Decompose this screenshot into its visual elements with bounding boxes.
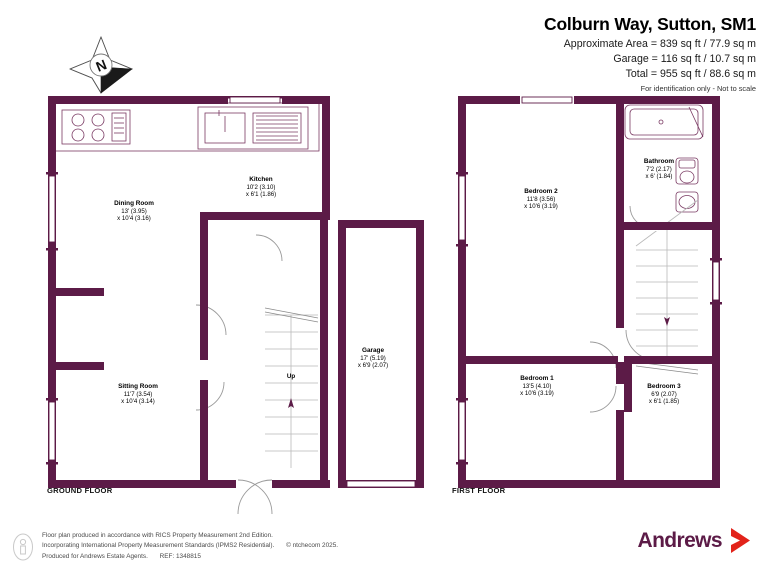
stair-direction-up: Up (286, 373, 296, 380)
garage-area-text: Garage = 116 sq ft / 10.7 sq m (613, 53, 756, 65)
copyright-stamp-icon (13, 533, 33, 561)
andrews-logo[interactable]: Andrews (638, 526, 755, 556)
room-label-kitchen: Kitchen 10'2 (3.10) x 6'1 (1.86) (245, 176, 277, 199)
plan-header: Colburn Way, Sutton, SM1 Approximate Are… (544, 14, 756, 93)
footer-produced-for: Produced for Andrews Estate Agents. (42, 552, 148, 560)
ground-floor-caption: GROUND FLOOR (47, 486, 113, 495)
footer-reference: REF: 1348815 (159, 552, 201, 560)
footer-copyright: © ntchecom 2025. (286, 542, 339, 550)
room-label-dining-room: Dining Room 13' (3.95) x 10'4 (3.16) (114, 200, 154, 223)
first-floor-plan: Down (456, 96, 722, 488)
footer-disclaimer: Floor plan produced in accordance with R… (12, 531, 442, 562)
chevron-right-icon (731, 528, 750, 553)
compass-rose: N (66, 34, 136, 96)
page-title: Colburn Way, Sutton, SM1 (544, 14, 756, 34)
room-label-bathroom: Bathroom 7'2 (2.17) x 6' (1.84) (643, 158, 675, 181)
room-label-bedroom-3: Bedroom 3 6'9 (2.07) x 6'1 (1.85) (647, 383, 681, 406)
ground-floor-plan (46, 96, 424, 515)
room-label-bedroom-1: Bedroom 1 13'5 (4.10) x 10'6 (3.19) (520, 375, 554, 398)
approximate-area-text: Approximate Area = 839 sq ft / 77.9 sq m (563, 38, 756, 50)
total-area-text: Total = 955 sq ft / 88.6 sq m (625, 68, 756, 80)
room-label-garage: Garage 17' (5.19) x 6'9 (2.07) (357, 347, 389, 370)
footer-line-2: Incorporating International Property Mea… (42, 541, 442, 551)
brand-name-text: Andrews (637, 529, 723, 552)
room-label-bedroom-2: Bedroom 2 11'8 (3.56) x 10'6 (3.19) (524, 188, 558, 211)
footer-line-1: Floor plan produced in accordance with R… (42, 531, 273, 539)
disclaimer-text: For identification only - Not to scale (640, 84, 756, 93)
first-floor-caption: FIRST FLOOR (452, 486, 506, 495)
room-label-sitting-room: Sitting Room 11'7 (3.54) x 10'4 (3.14) (118, 383, 158, 406)
footer-line-3: Produced for Andrews Estate Agents. REF:… (42, 552, 442, 562)
footer-line-2-text: Incorporating International Property Mea… (42, 542, 275, 550)
